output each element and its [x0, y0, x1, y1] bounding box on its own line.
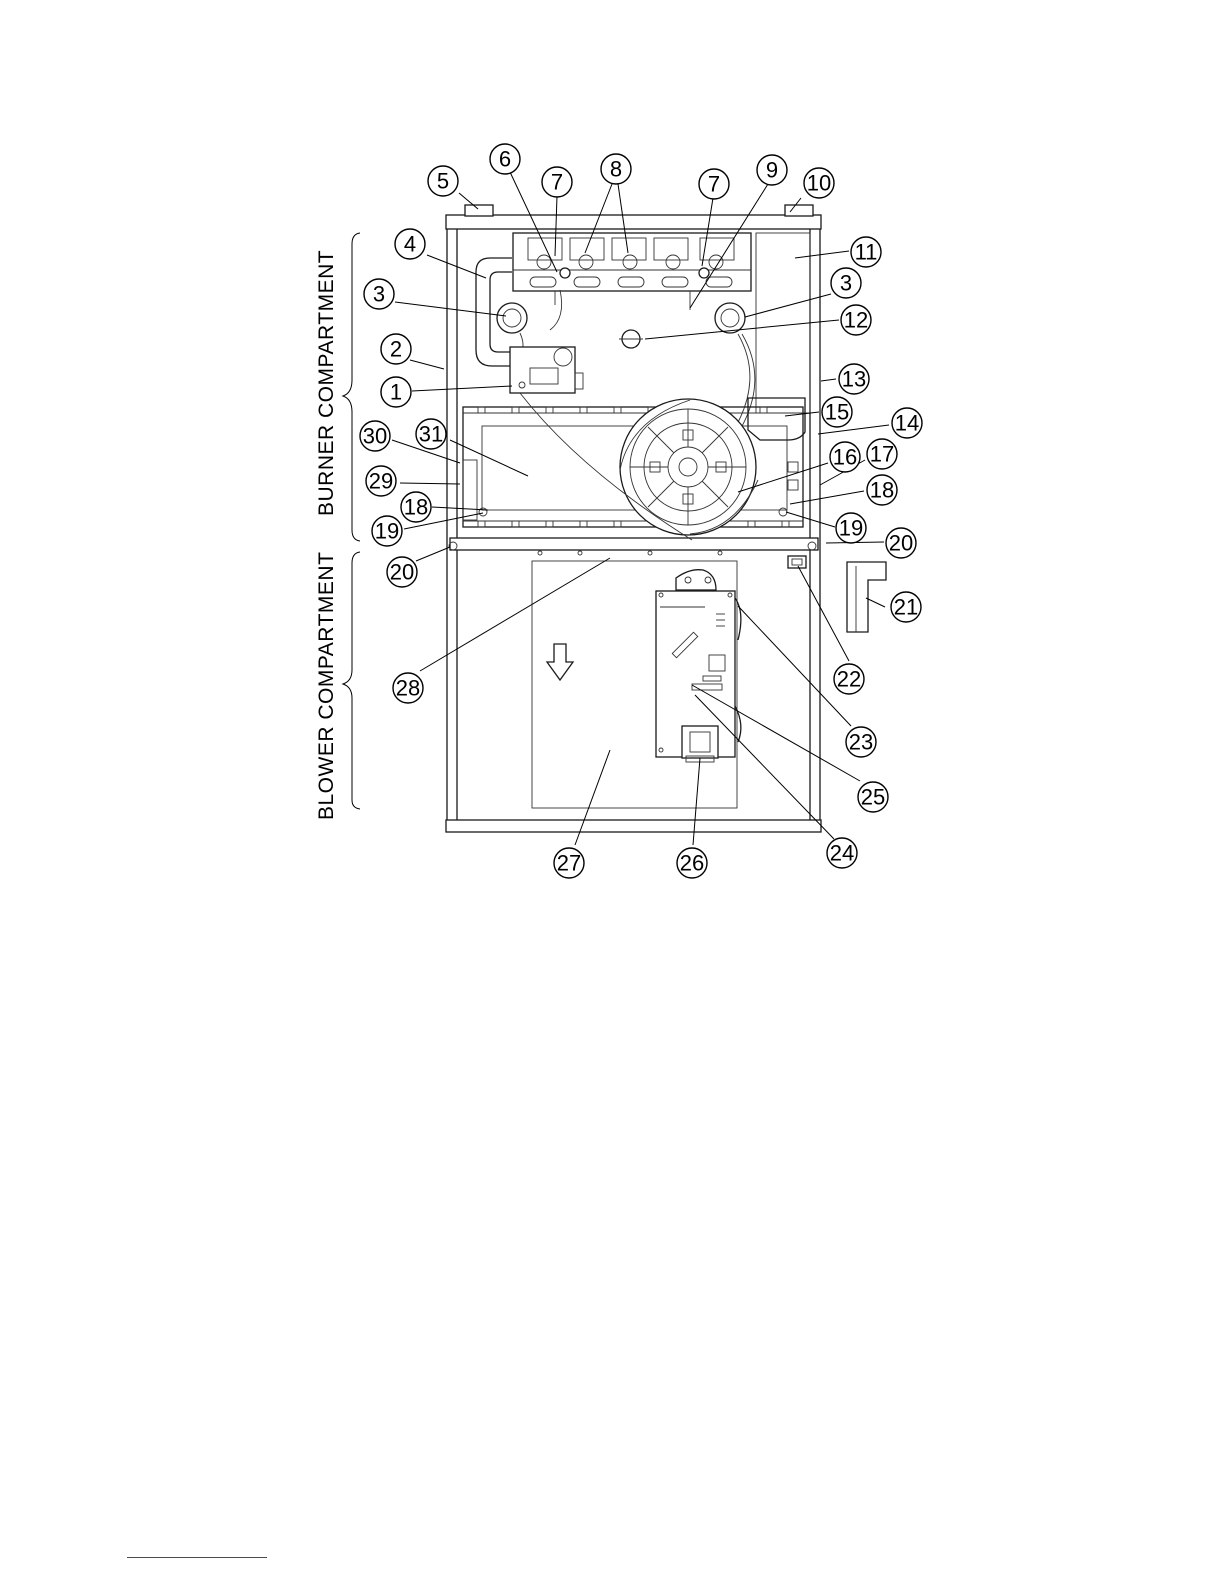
callout-26: 26 — [677, 848, 707, 878]
svg-text:28: 28 — [396, 676, 420, 701]
svg-text:16: 16 — [833, 445, 857, 470]
svg-text:14: 14 — [895, 411, 919, 436]
burner-brace — [343, 233, 360, 541]
callout-14: 14 — [892, 408, 922, 438]
svg-text:7: 7 — [708, 172, 720, 197]
callout-7-left: 7 — [542, 167, 572, 197]
callout-22: 22 — [834, 664, 864, 694]
svg-text:13: 13 — [842, 367, 866, 392]
svg-text:11: 11 — [855, 240, 878, 265]
svg-text:12: 12 — [844, 308, 868, 333]
svg-text:24: 24 — [830, 841, 854, 866]
svg-text:4: 4 — [404, 232, 416, 257]
callout-5: 5 — [428, 166, 458, 196]
callout-3-left: 3 — [364, 279, 394, 309]
callout-20-right: 20 — [886, 528, 916, 558]
svg-text:17: 17 — [870, 442, 894, 467]
svg-text:3: 3 — [840, 271, 852, 296]
svg-text:23: 23 — [849, 730, 873, 755]
svg-text:27: 27 — [557, 851, 581, 876]
svg-text:8: 8 — [610, 157, 622, 182]
svg-text:29: 29 — [369, 469, 393, 494]
svg-text:10: 10 — [807, 171, 831, 196]
callout-30: 30 — [360, 421, 390, 451]
callout-15: 15 — [822, 397, 852, 427]
svg-text:2: 2 — [390, 337, 402, 362]
callout-17: 17 — [867, 439, 897, 469]
svg-text:18: 18 — [870, 478, 894, 503]
svg-text:18: 18 — [404, 495, 428, 520]
callout-21: 21 — [891, 592, 921, 622]
rollout-switch — [619, 330, 643, 348]
callout-24: 24 — [827, 838, 857, 868]
capacitor — [735, 598, 741, 742]
callout-9: 9 — [757, 155, 787, 185]
svg-text:9: 9 — [766, 158, 778, 183]
callout-18-right: 18 — [867, 475, 897, 505]
svg-text:31: 31 — [419, 422, 443, 447]
callout-12: 12 — [841, 305, 871, 335]
junction-box — [847, 562, 886, 632]
callout-10: 10 — [804, 168, 834, 198]
callout-13: 13 — [839, 364, 869, 394]
burner-assembly — [513, 233, 751, 310]
gas-valve — [510, 347, 583, 393]
blower-brace — [343, 552, 360, 809]
svg-text:26: 26 — [680, 851, 704, 876]
svg-text:1: 1 — [390, 380, 402, 405]
transformer — [682, 726, 718, 762]
callout-6: 6 — [490, 144, 520, 174]
svg-text:25: 25 — [861, 785, 885, 810]
callout-1: 1 — [381, 377, 411, 407]
callout-18-left: 18 — [401, 492, 431, 522]
callout-19-left: 19 — [372, 516, 402, 546]
svg-text:22: 22 — [837, 667, 861, 692]
callout-8: 8 — [601, 154, 631, 184]
callout-3-right: 3 — [831, 268, 861, 298]
inducer-housing — [620, 398, 805, 535]
svg-text:19: 19 — [839, 516, 863, 541]
callout-25: 25 — [858, 782, 888, 812]
svg-text:20: 20 — [889, 531, 913, 556]
callout-29: 29 — [366, 466, 396, 496]
callout-20-left: 20 — [387, 557, 417, 587]
svg-text:21: 21 — [894, 595, 918, 620]
svg-text:19: 19 — [375, 519, 399, 544]
callout-31: 31 — [416, 419, 446, 449]
callout-16: 16 — [830, 442, 860, 472]
svg-text:7: 7 — [551, 170, 563, 195]
svg-text:30: 30 — [363, 424, 387, 449]
callout-7-right: 7 — [699, 169, 729, 199]
door-switch — [788, 556, 806, 568]
svg-text:6: 6 — [499, 147, 511, 172]
blower-compartment-label: BLOWER COMPARTMENT — [315, 552, 338, 820]
svg-text:15: 15 — [825, 400, 849, 425]
footer-rule — [127, 1557, 267, 1558]
svg-text:20: 20 — [390, 560, 414, 585]
burner-compartment-label: BURNER COMPARTMENT — [315, 250, 338, 516]
callout-27: 27 — [554, 848, 584, 878]
svg-text:5: 5 — [437, 169, 449, 194]
callout-19-right: 19 — [836, 513, 866, 543]
callout-2: 2 — [381, 334, 411, 364]
callout-11: 11 — [851, 237, 881, 267]
callout-23: 23 — [846, 727, 876, 757]
callout-4: 4 — [395, 229, 425, 259]
callout-28: 28 — [393, 673, 423, 703]
vent-box — [756, 233, 810, 413]
svg-text:3: 3 — [373, 282, 385, 307]
